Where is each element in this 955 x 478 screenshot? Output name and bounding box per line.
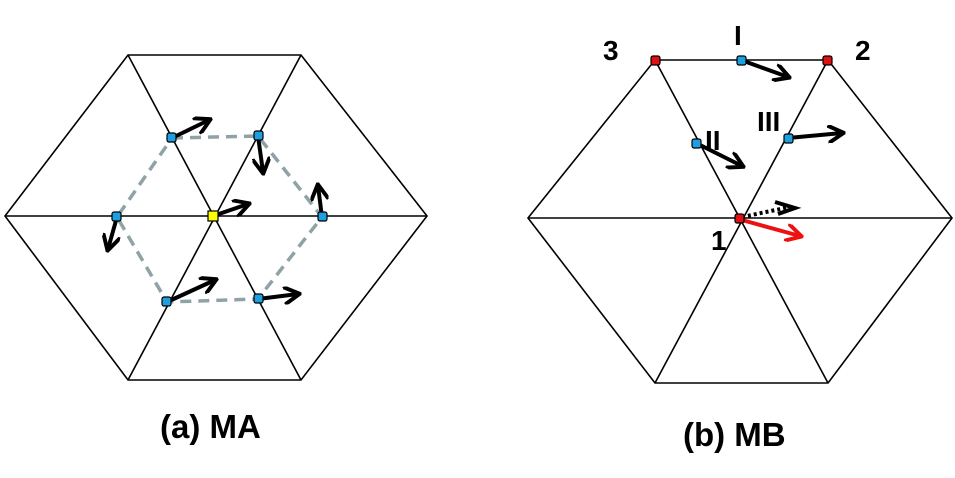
label-edge-I: I	[734, 20, 742, 51]
arrow-icon	[258, 135, 263, 172]
panel-a-nodes	[111, 130, 328, 307]
ring-node	[166, 132, 177, 143]
caption-panel-a: (a) MA	[160, 408, 261, 445]
dashed-ring-a	[114, 134, 325, 304]
arrow-icon	[740, 58, 788, 77]
arrow-icon	[108, 216, 117, 249]
label-vertex-2: 2	[855, 35, 871, 66]
arrow-icon	[257, 294, 298, 299]
ring-node	[253, 130, 264, 141]
panel-b-nodes	[650, 55, 833, 224]
ring-node	[111, 211, 122, 222]
edge-node-II	[691, 138, 702, 149]
arrow-icon	[171, 120, 209, 140]
caption-panel-b: (b) MB	[683, 416, 786, 453]
vertex-node-3	[650, 55, 661, 66]
label-vertex-3: 3	[603, 35, 619, 66]
arrow-icon	[695, 141, 742, 166]
label-edge-III: III	[757, 106, 780, 137]
ring-node	[317, 211, 328, 222]
dotted-arrow-icon	[741, 205, 791, 219]
ring-node	[253, 293, 264, 304]
red-arrow-icon	[741, 218, 800, 236]
dotted-arrow-head-icon	[774, 200, 802, 216]
ring-node	[161, 296, 172, 307]
edge-node-I	[736, 55, 747, 66]
center-node-a	[207, 210, 219, 222]
arrow-icon	[787, 133, 842, 138]
panel-b-arrows	[695, 58, 842, 236]
vertex-node-1	[734, 213, 745, 224]
arrow-icon	[166, 280, 215, 304]
label-edge-II: II	[705, 125, 721, 156]
label-vertex-1: 1	[711, 225, 727, 256]
edge-node-III	[783, 133, 794, 144]
panel-b-labels: 3 2 1 I II III	[603, 20, 871, 256]
vertex-node-2	[822, 55, 833, 66]
arrow-icon	[212, 204, 248, 218]
